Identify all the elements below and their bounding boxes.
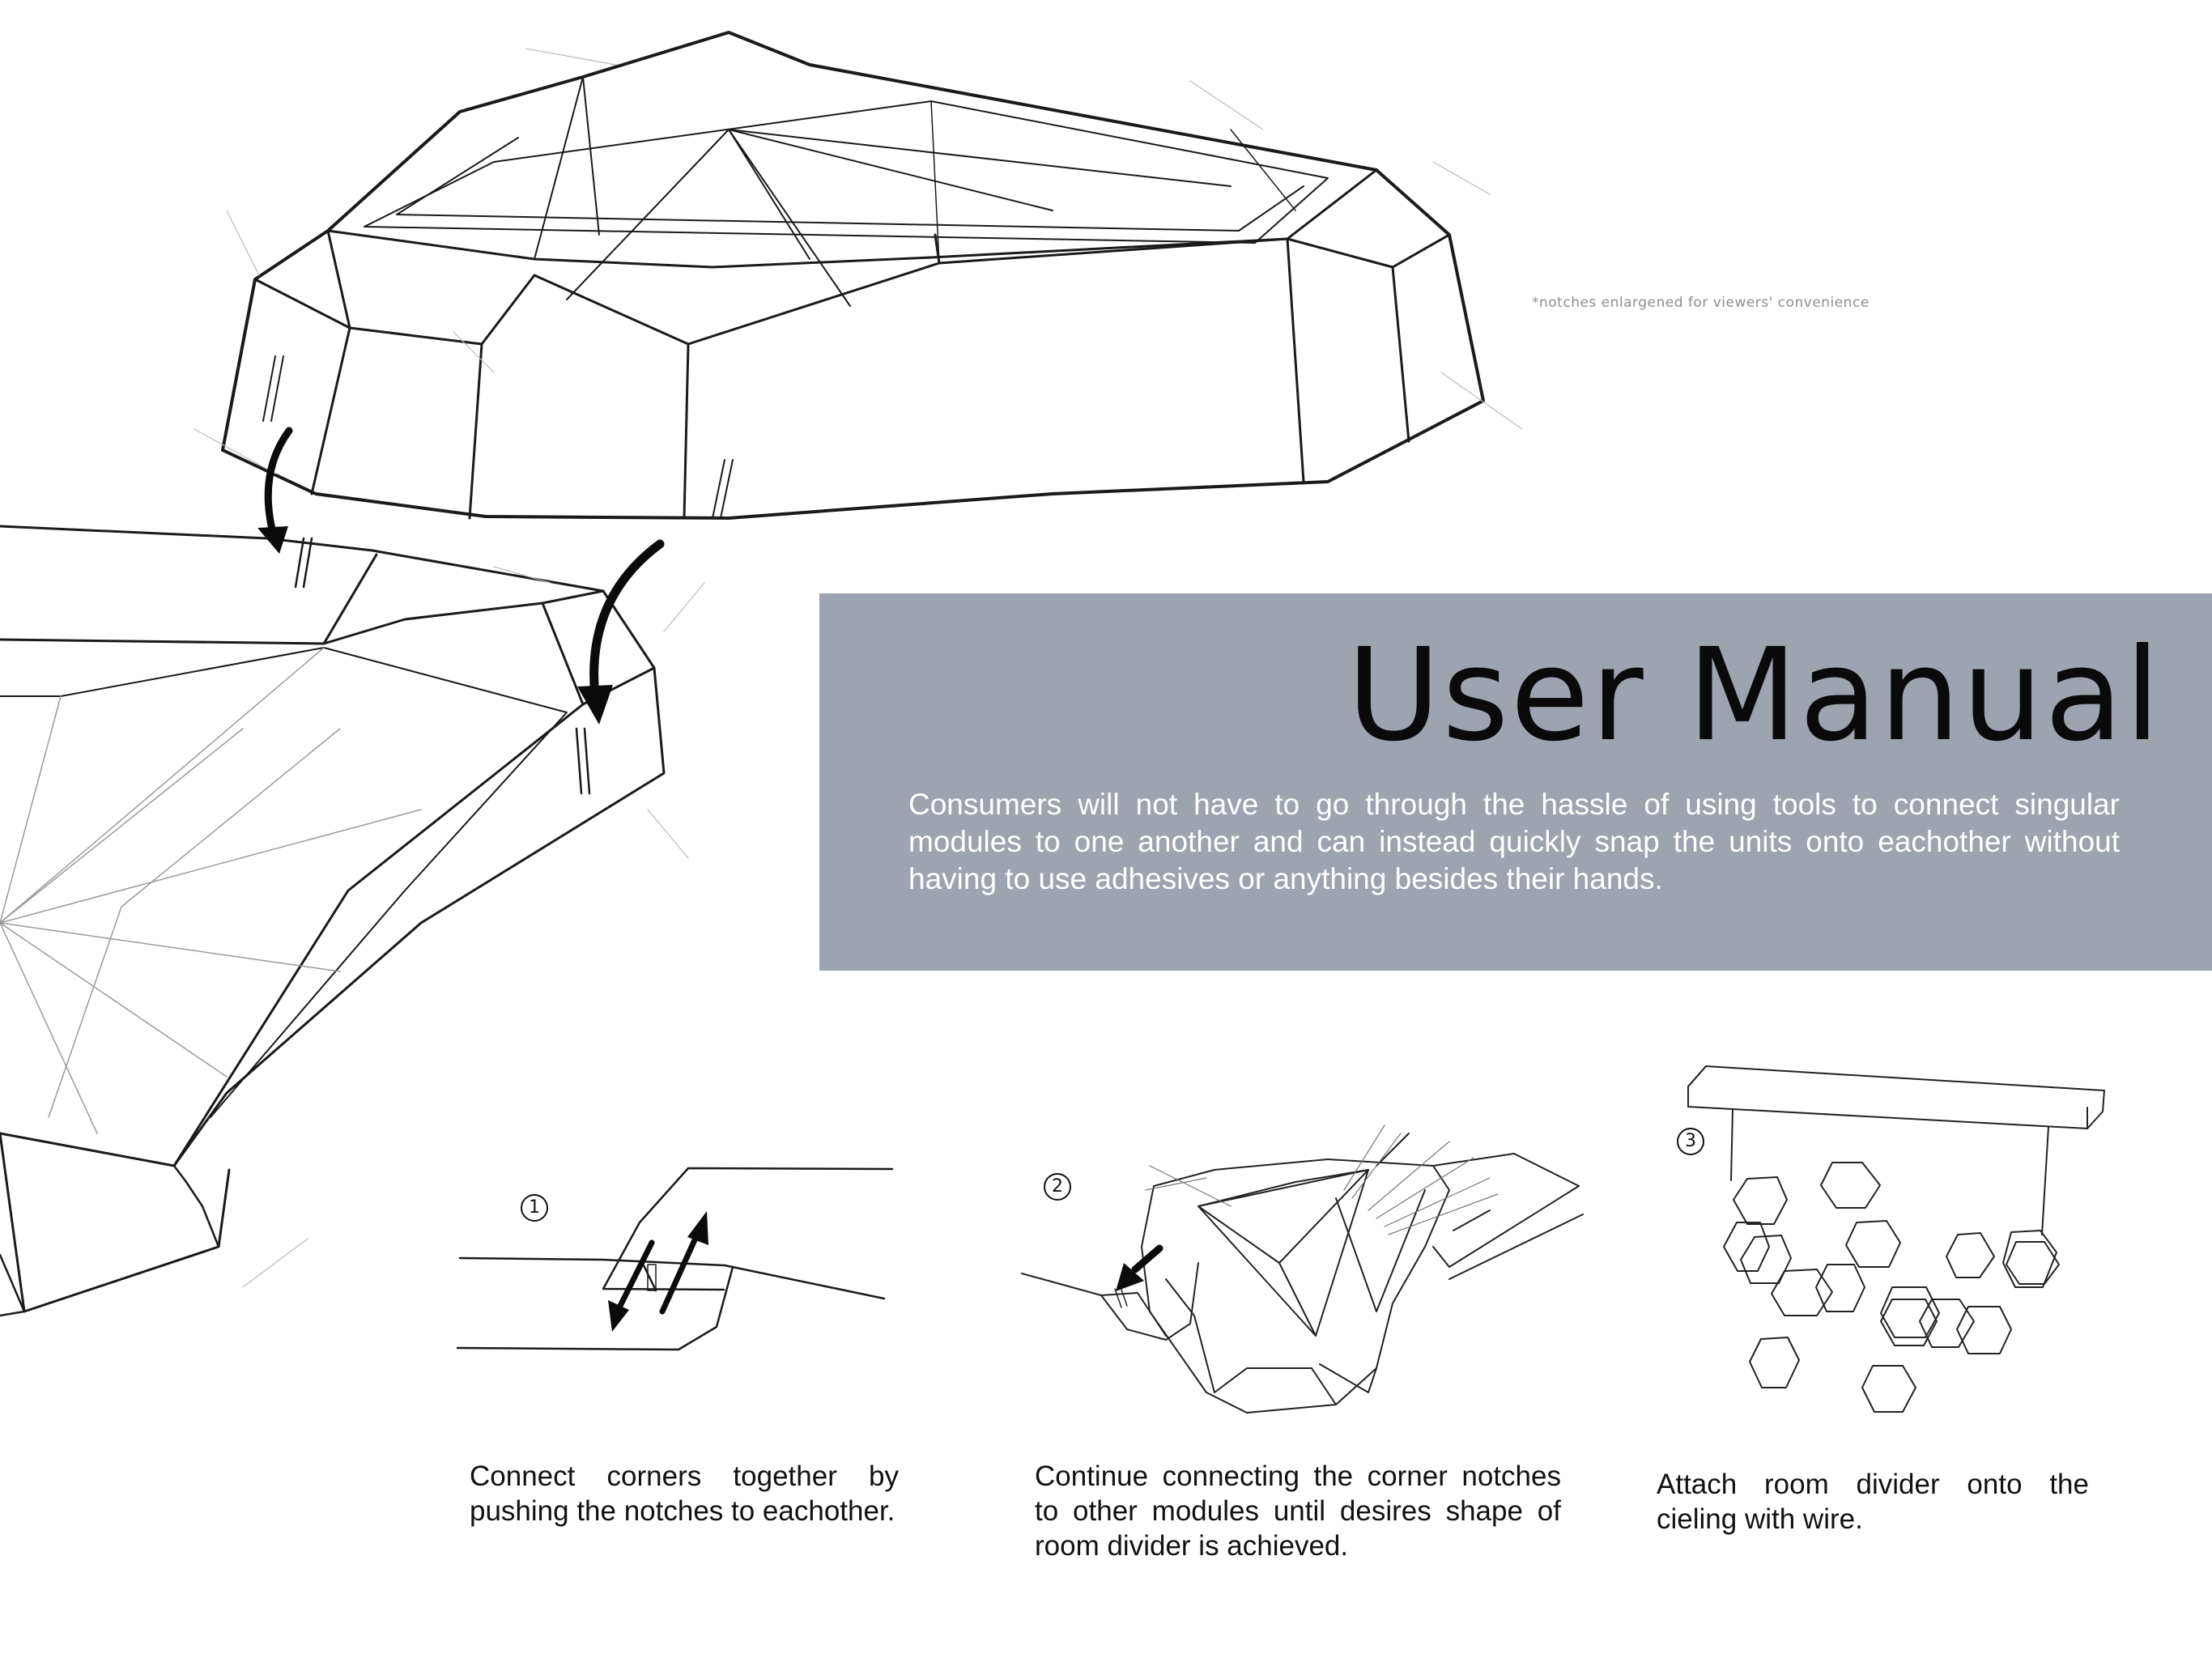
banner-description: Consumers will not have to go through th… [908,788,2120,895]
step-2-number: 2 [1044,1173,1071,1201]
step-3-diagram [1687,1065,2105,1413]
page-title: User Manual [1346,621,2162,770]
step-3-caption: Attach room divider onto the cieling wit… [1657,1469,2089,1535]
push-arrow-icon [1116,1244,1163,1291]
top-module-sketch [194,31,1523,520]
notch-disclaimer-note: *notches enlargened for viewers' conveni… [1532,295,1870,311]
down-arrow-icon [257,427,293,554]
step-1-diagram [456,1167,894,1351]
down-arrow-icon [577,539,665,725]
step-1-caption: Connect corners together by pushing the … [470,1460,899,1527]
step-2-diagram [1021,1124,1584,1414]
swap-arrows-icon [608,1211,708,1332]
step-1-number: 1 [521,1194,548,1222]
user-manual-banner: User Manual Consumers will not have to g… [819,593,2212,971]
step-3-number: 3 [1677,1128,1704,1155]
left-module-sketch [0,525,705,1317]
step-2-caption: Continue connecting the corner notches t… [1035,1460,1561,1562]
